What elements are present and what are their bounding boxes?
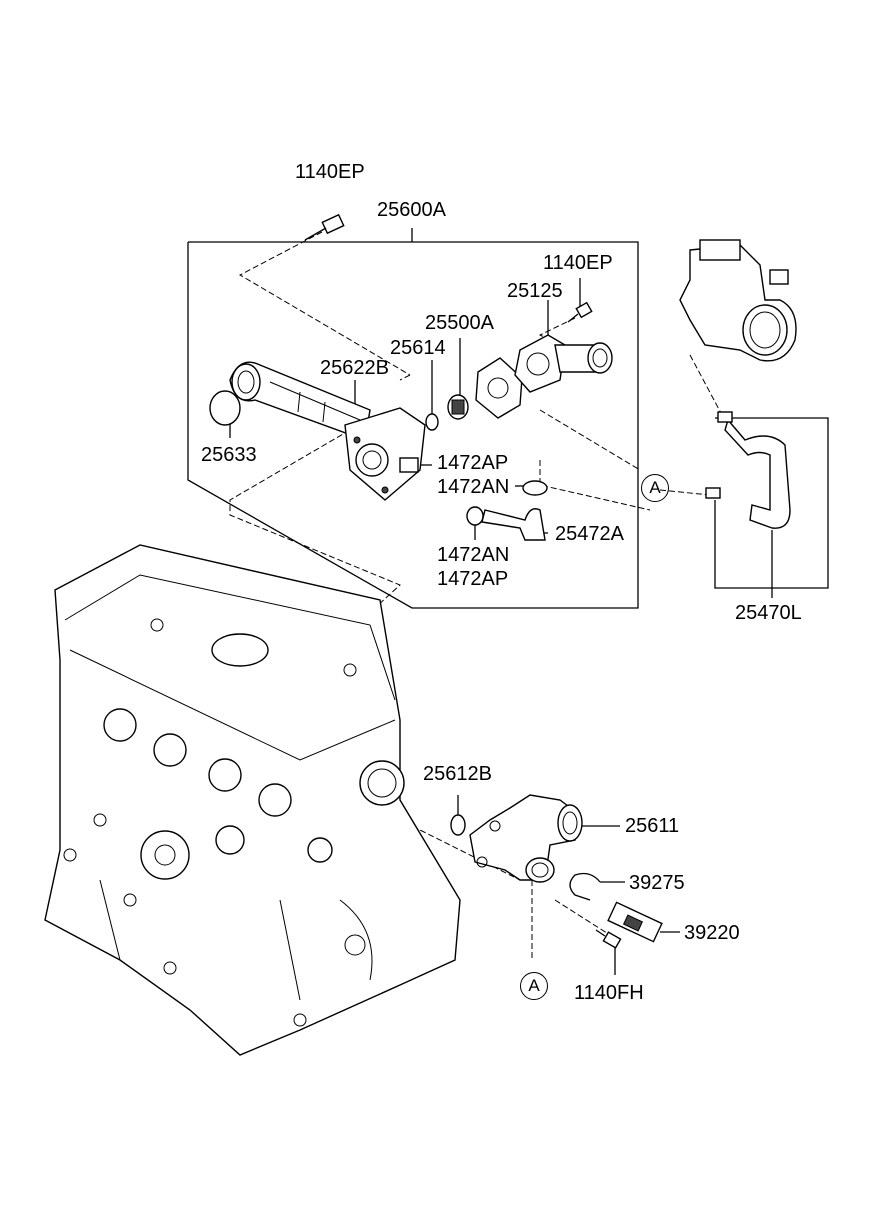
gasket-flange: [475, 357, 523, 419]
bolt-1140ep-right: [567, 301, 593, 323]
hose-25472a: [481, 508, 546, 541]
label-39275: 39275: [629, 872, 685, 894]
label-1140ep-top: 1140EP: [295, 161, 365, 183]
assembly-box-outline: [187, 241, 639, 609]
label-25600a: 25600A: [377, 199, 446, 221]
throttle-body: [679, 239, 797, 362]
label-25622b: 25622B: [320, 357, 389, 379]
label-25470l: 25470L: [735, 602, 802, 624]
label-1140fh: 1140FH: [574, 982, 644, 1004]
water-outlet-flange: [344, 407, 426, 501]
housing-25125: [514, 334, 613, 393]
hose-box-outline: [714, 417, 829, 589]
label-25633: 25633: [201, 444, 257, 466]
clamp-1472an-top: [522, 480, 548, 496]
sensor-39220: [607, 901, 663, 943]
label-1472ap-top: 1472AP: [437, 452, 509, 474]
label-25500a: 25500A: [425, 312, 494, 334]
label-25611: 25611: [625, 815, 680, 837]
housing-25611: [469, 794, 583, 883]
hose-25470l: [705, 411, 791, 529]
o-ring-25614: [425, 413, 439, 431]
label-1472an-bottom: 1472AN: [437, 544, 510, 566]
gasket-25612b: [450, 814, 466, 836]
bolt-1140ep-top: [304, 213, 345, 241]
label-25612b: 25612B: [423, 763, 492, 785]
label-25125: 25125: [507, 280, 563, 302]
label-1472ap-bottom: 1472AP: [437, 568, 509, 590]
engine-block: [44, 544, 461, 1056]
label-25614: 25614: [390, 337, 446, 359]
label-1472an-top: 1472AN: [437, 476, 510, 498]
thermostat-25500a: [447, 394, 469, 420]
reference-a-bottom: A: [520, 972, 548, 1000]
label-39220: 39220: [684, 922, 740, 944]
bolt-1140fh: [595, 929, 622, 949]
label-25472a: 25472A: [555, 523, 624, 545]
label-1140ep-right: 1140EP: [543, 252, 613, 274]
clamp-1472an-bottom: [466, 506, 484, 526]
reference-a-top: A: [641, 474, 669, 502]
gasket-25633: [209, 390, 241, 426]
clip-39275: [569, 872, 601, 901]
